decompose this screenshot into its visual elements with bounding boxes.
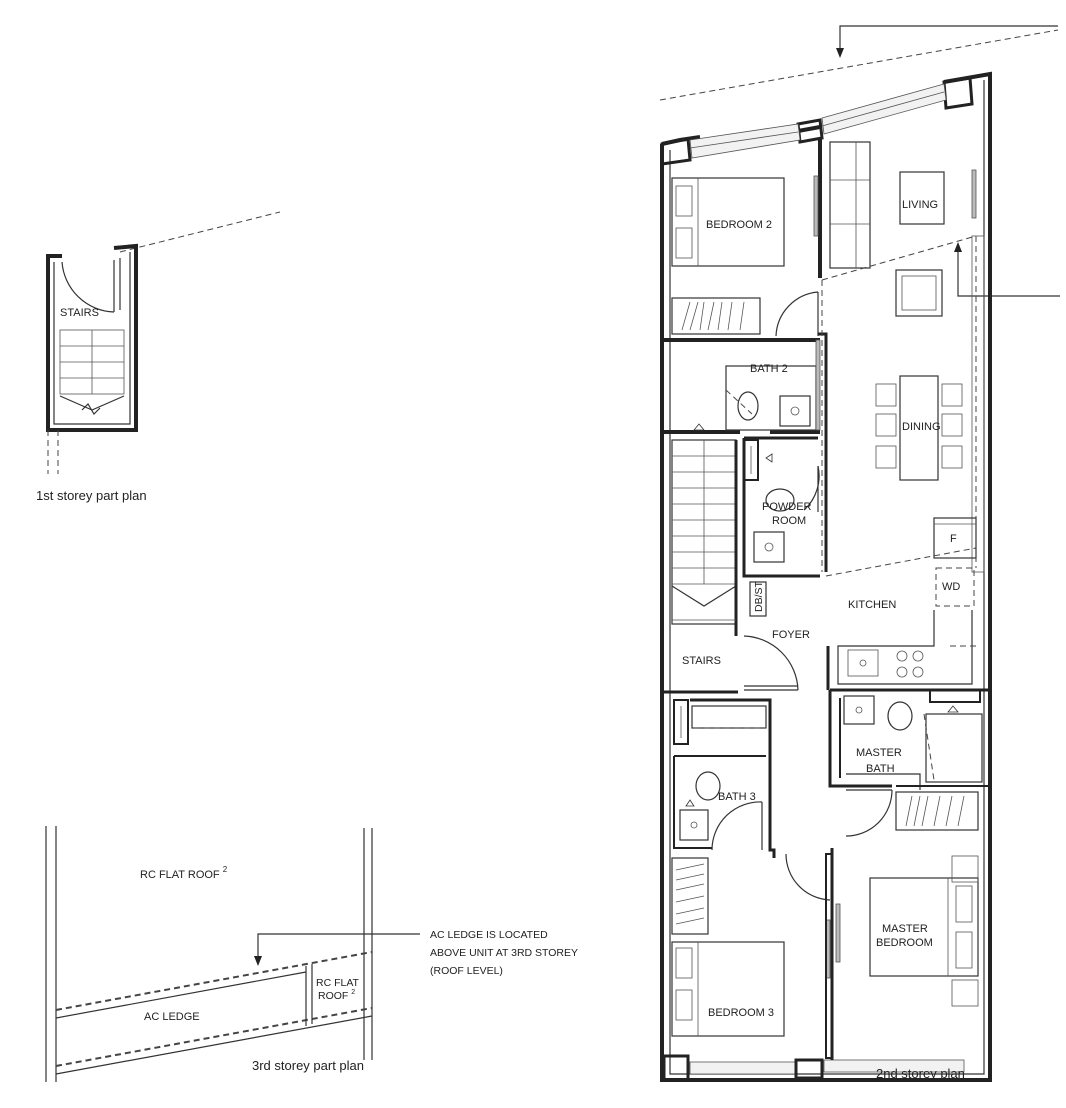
master-bath-label-line2: BATH	[866, 763, 895, 775]
bath-3-label: BATH 3	[718, 791, 756, 803]
third-storey-part-plan: RC FLAT ROOF 2 AC LEDGE RC FLAT ROOF 2 A…	[45, 826, 578, 1082]
first-storey-walls	[46, 243, 138, 432]
ac-ledge-note-line2: ABOVE UNIT AT 3RD STOREY	[430, 947, 578, 959]
first-storey-part-plan: STAIRS 1st storey part plan	[36, 211, 281, 503]
third-storey-caption: 3rd storey part plan	[252, 1058, 364, 1073]
washer-dryer-label: WD	[942, 581, 960, 593]
bedroom-2-label: BEDROOM 2	[706, 219, 772, 231]
master-bedroom-label-line1: MASTER	[882, 923, 928, 935]
bath-2-label: BATH 2	[750, 363, 788, 375]
first-storey-stairs-label: STAIRS	[60, 307, 99, 319]
fridge-label: F	[950, 533, 957, 545]
bedroom-3-label: BEDROOM 3	[708, 1007, 774, 1019]
dining-label: DINING	[902, 421, 941, 433]
db-st-label: DB/ST	[753, 580, 765, 612]
ac-ledge-note-line1: AC LEDGE IS LOCATED	[430, 929, 548, 941]
powder-room-label-line1: POWDER	[762, 501, 812, 513]
powder-room-label-line2: ROOM	[772, 515, 806, 527]
stairs-label: STAIRS	[682, 655, 721, 667]
kitchen-label: KITCHEN	[848, 599, 896, 611]
first-storey-caption: 1st storey part plan	[36, 488, 147, 503]
master-bath-label-line1: MASTER	[856, 747, 902, 759]
second-storey-plan: BEDROOM 2 LIVING BATH 2 DINING POWDER RO…	[659, 25, 1060, 1082]
second-storey-caption: 2nd storey plan	[876, 1066, 965, 1081]
master-bedroom-label-line2: BEDROOM	[876, 937, 933, 949]
living-label: LIVING	[902, 199, 938, 211]
small-roof-label-line1: RC FLAT	[316, 977, 360, 989]
ac-ledge-label: AC LEDGE	[144, 1011, 200, 1023]
ac-ledge-note-line3: (ROOF LEVEL)	[430, 965, 503, 977]
rc-flat-roof-label: RC FLAT ROOF 2	[140, 865, 228, 881]
foyer-label: FOYER	[772, 629, 810, 641]
small-roof-label-line2: ROOF 2	[318, 989, 355, 1002]
